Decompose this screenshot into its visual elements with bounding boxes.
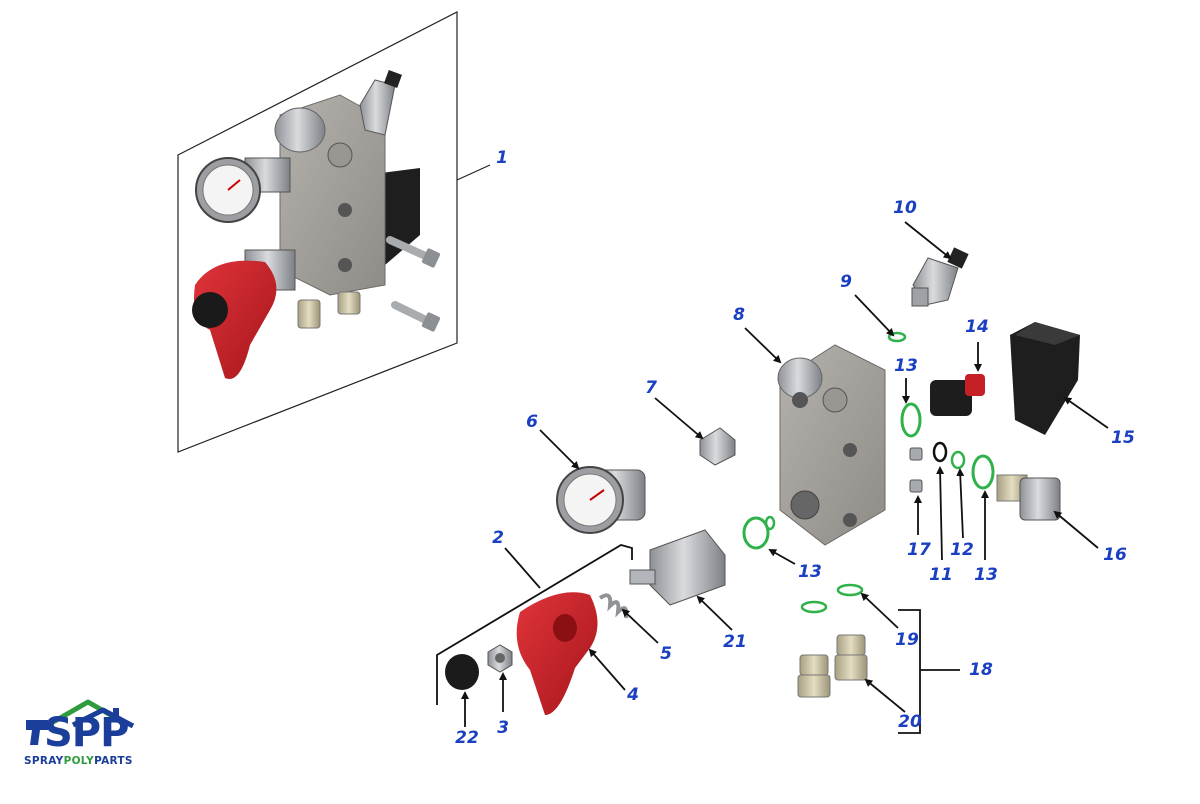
callout-3: 3 — [497, 718, 509, 738]
manifold-block-part-8 — [777, 344, 886, 546]
o-rings — [742, 331, 995, 614]
callout-16: 16 — [1103, 545, 1127, 565]
black-o-ring-part-11 — [932, 441, 948, 463]
callout-18: 18 — [969, 660, 993, 680]
relief-valve-part-16 — [996, 474, 1061, 521]
check-valve-part-14 — [930, 374, 985, 416]
callout-5: 5 — [660, 644, 672, 664]
red-handle-part-4 — [516, 592, 598, 715]
callout-11: 11 — [929, 565, 953, 585]
bracket-cover-part-15 — [1010, 322, 1080, 435]
spray-gun-icon — [26, 720, 48, 745]
leader-lines — [436, 221, 1109, 734]
nut-part-3 — [487, 644, 513, 673]
valve-body-part-21 — [629, 529, 726, 606]
callout-22: 22 — [455, 728, 479, 748]
callout-6: 6 — [526, 412, 538, 432]
assembly-panel — [177, 11, 491, 453]
logo-house-icon — [26, 699, 135, 745]
logo-word-poly: POLY — [63, 755, 95, 767]
callout-15: 15 — [1111, 428, 1135, 448]
pressure-gauge-part-6 — [556, 466, 646, 534]
spring-part-5 — [598, 593, 629, 619]
callout-13-right: 13 — [974, 565, 998, 585]
callout-4: 4 — [627, 685, 639, 705]
callout-13-left: 13 — [798, 562, 822, 582]
callout-10: 10 — [893, 198, 917, 218]
logo-word-parts: PARTS — [94, 755, 133, 767]
pressure-transducer-part-10 — [911, 247, 969, 307]
set-screws-part-17 — [909, 447, 923, 493]
callout-14: 14 — [965, 317, 989, 337]
callout-12: 12 — [950, 540, 974, 560]
cap-part-22 — [445, 654, 479, 690]
brass-fittings-part-20 — [797, 634, 868, 698]
assembled-manifold — [192, 70, 441, 380]
logo-word-spray: SPRAY — [24, 755, 64, 767]
callout-21: 21 — [723, 632, 747, 652]
callout-2: 2 — [492, 528, 504, 548]
callout-9: 9 — [840, 272, 852, 292]
callout-8: 8 — [733, 305, 745, 325]
adapter-fitting-part-7 — [699, 427, 736, 466]
callout-19: 19 — [895, 630, 919, 650]
callout-17: 17 — [907, 540, 931, 560]
logo-wordmark: SPRAYPOLYPARTS — [24, 755, 154, 767]
callout-20: 20 — [898, 712, 922, 732]
callout-13-upper: 13 — [894, 356, 918, 376]
callout-1: 1 — [496, 148, 508, 168]
callout-7: 7 — [645, 378, 657, 398]
logo-mark: SPP — [44, 710, 129, 756]
